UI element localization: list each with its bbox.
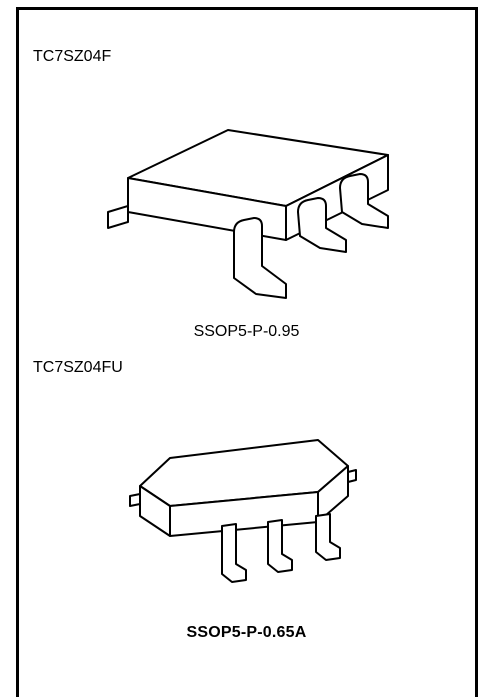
lead-2 bbox=[267, 519, 293, 573]
lead-back-left bbox=[297, 197, 347, 253]
diagram-frame bbox=[16, 7, 478, 697]
package-name-label-2: SSOP5-P-0.65A bbox=[186, 624, 307, 641]
side-lead-left bbox=[129, 493, 141, 507]
lead-back-right bbox=[339, 173, 389, 229]
lead-1 bbox=[221, 523, 247, 583]
package-name-label-1: SSOP5-P-0.95 bbox=[193, 323, 300, 340]
part-number-label-1: TC7SZ04F bbox=[33, 48, 112, 65]
lead-front bbox=[233, 217, 287, 299]
side-lead-right bbox=[347, 469, 357, 483]
package-body-side bbox=[139, 465, 349, 537]
lead-3 bbox=[315, 513, 341, 561]
side-lead-left bbox=[107, 205, 129, 229]
part-number-label-2: TC7SZ04FU bbox=[33, 359, 123, 376]
